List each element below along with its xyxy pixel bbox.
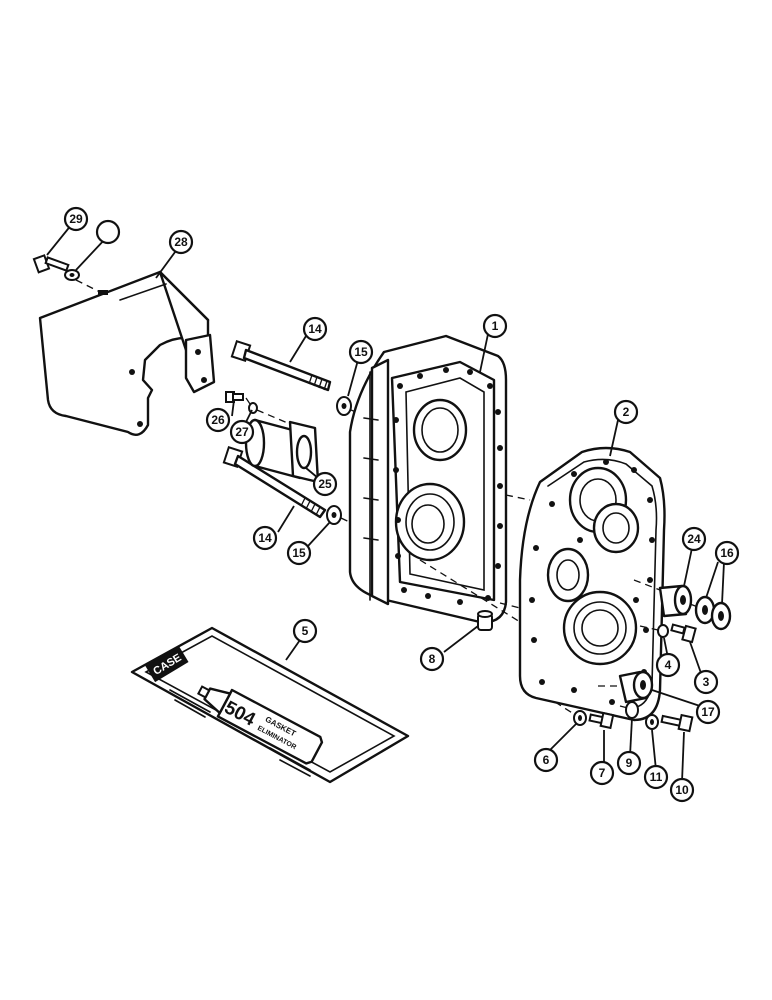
callout-7-label: 6 <box>543 753 550 767</box>
callout-1-label: 1 <box>492 319 499 333</box>
callout-27-label: 28 <box>174 235 188 249</box>
cover-plate <box>518 446 666 722</box>
callout-4: 4 <box>655 652 681 678</box>
callout-1: 1 <box>482 313 508 339</box>
callout-11-label: 11 <box>650 770 663 784</box>
callout-6-label: 7 <box>599 766 606 780</box>
callout-28-label: 29 <box>69 212 83 226</box>
callout-5-label: 5 <box>302 624 309 638</box>
bolt-3 <box>670 623 697 644</box>
callout-16: 16 <box>714 540 740 566</box>
callout-11: 11 <box>643 764 669 790</box>
callout-15-lower: 15 <box>286 540 312 566</box>
callout-15-upper: 15 <box>348 339 374 365</box>
callout-25: 26 <box>205 407 231 433</box>
callout-17-label: 17 <box>701 705 715 719</box>
long-bolt-lower <box>222 445 327 519</box>
callout-25-label: 26 <box>211 413 225 427</box>
screw-25 <box>225 391 244 403</box>
callout-8-label: 8 <box>429 652 436 666</box>
callout-26-label: 27 <box>235 425 249 439</box>
bolt-10 <box>660 713 694 733</box>
callout-8: 8 <box>419 646 445 672</box>
callout-10-label: 10 <box>675 783 689 797</box>
callout-3: 3 <box>693 669 719 695</box>
callout-14-upper-label: 14 <box>308 322 322 336</box>
callout-10: 10 <box>669 777 695 803</box>
washer-7 <box>573 710 587 726</box>
callout-6: 7 <box>589 760 615 786</box>
gasket-eliminator-package: CASE 504 GASKET ELIMINATOR <box>130 626 410 784</box>
callout-29 <box>95 219 121 245</box>
callout-28: 29 <box>63 206 89 232</box>
callout-2: 2 <box>613 399 639 425</box>
long-bolt-upper <box>230 339 332 392</box>
bolt-28 <box>32 254 70 274</box>
callout-17: 17 <box>695 699 721 725</box>
callout-15-lower-label: 15 <box>292 546 306 560</box>
washer-26 <box>248 402 258 414</box>
callout-27: 28 <box>168 229 194 255</box>
callout-24: 25 <box>312 471 338 497</box>
bushing-19 <box>658 584 693 618</box>
dowel-pin-8 <box>477 610 493 631</box>
gear-housing <box>348 334 508 624</box>
callout-5: 5 <box>292 618 318 644</box>
callout-3-label: 3 <box>703 675 710 689</box>
callout-2-label: 2 <box>623 405 630 419</box>
washer-11 <box>645 714 659 730</box>
callout-14-lower: 14 <box>252 525 278 551</box>
bolt-6 <box>588 711 615 730</box>
seals-16 <box>694 595 732 631</box>
callout-16-label: 16 <box>720 546 734 560</box>
leader-lines <box>46 223 725 783</box>
callout-15-upper-label: 15 <box>354 345 368 359</box>
bushing-17 <box>618 670 654 704</box>
callout-9: 9 <box>616 750 642 776</box>
callout-24-label: 25 <box>318 477 332 491</box>
callout-14-upper: 14 <box>302 316 328 342</box>
callout-19-label: 24 <box>687 532 701 546</box>
callout-9-label: 9 <box>626 756 633 770</box>
callout-14-lower-label: 14 <box>258 531 272 545</box>
callout-7: 6 <box>533 747 559 773</box>
callout-4-label: 4 <box>665 658 672 672</box>
sleeve-24 <box>244 418 320 484</box>
callout-26: 27 <box>229 419 255 445</box>
washer-4 <box>657 624 669 638</box>
callout-19: 24 <box>681 526 707 552</box>
spacer-9 <box>625 701 639 719</box>
shield-cover <box>38 270 216 436</box>
